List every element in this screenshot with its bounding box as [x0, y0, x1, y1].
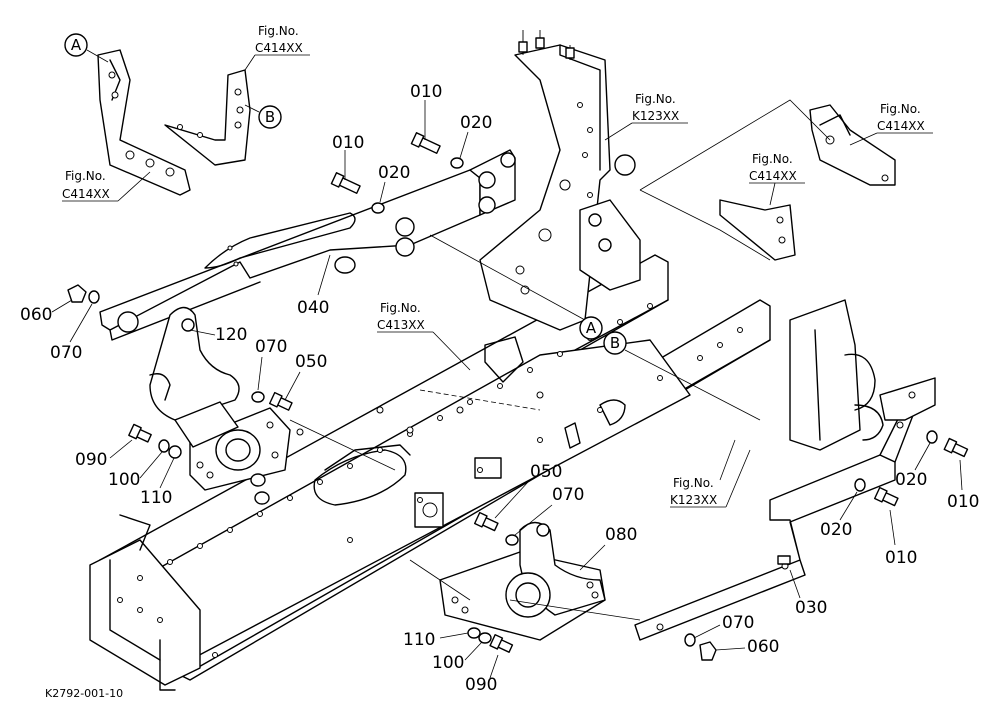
- fig-ref-top-left-code: C414XX: [62, 187, 110, 201]
- callout-020-right-a: 020: [895, 470, 927, 490]
- callout-110-bottom: 110: [403, 630, 435, 650]
- svg-text:Fig.No.: Fig.No.: [752, 152, 793, 166]
- callout-100-bottom: 100: [432, 653, 464, 673]
- callout-070-mid: 070: [255, 337, 287, 357]
- fig-ref-c413-code: C413XX: [377, 318, 425, 332]
- callout-080: 080: [605, 525, 637, 545]
- fig-ref-right-mid: Fig.No. C414XX: [749, 152, 805, 206]
- callouts: 010 010 020 020 060 070 040 120 070 050 …: [20, 82, 979, 695]
- fig-ref-c413: Fig.No. C413XX: [377, 301, 471, 371]
- reference-lines: [289, 99, 831, 621]
- callout-050-mid: 050: [530, 462, 562, 482]
- callout-070-left: 070: [50, 343, 82, 363]
- callout-050-left: 050: [295, 352, 327, 372]
- fig-ref-top-left: Fig.No. C414XX: [62, 169, 151, 202]
- callout-040: 040: [297, 298, 329, 318]
- fig-ref-k123-top: Fig.No. K123XX: [604, 92, 688, 141]
- plate-right-mid: [719, 199, 796, 261]
- circle-marker-a-top: A: [64, 33, 109, 63]
- part-040-bracket: [99, 149, 516, 341]
- plate-top-left: [97, 49, 191, 196]
- frame-front-end: [89, 539, 201, 686]
- marker-a-mid-label: A: [586, 319, 597, 337]
- callout-060-left: 060: [20, 305, 52, 325]
- callout-100-left: 100: [108, 470, 140, 490]
- callout-120: 120: [215, 325, 247, 345]
- callout-110-left: 110: [140, 488, 172, 508]
- callout-010-top-left: 010: [332, 133, 364, 153]
- drawing-code: K2792-001-10: [45, 687, 123, 700]
- svg-text:Fig.No.: Fig.No.: [258, 24, 299, 38]
- callout-020-top-left: 020: [378, 163, 410, 183]
- main-frame: [89, 254, 884, 691]
- circle-marker-a-mid: A: [579, 316, 603, 340]
- fig-ref-top-right-code: C414XX: [877, 119, 925, 133]
- svg-text:Fig.No.: Fig.No.: [880, 102, 921, 116]
- plate-top-center: [164, 69, 251, 166]
- frame-rail-holes: [117, 303, 743, 658]
- upper-upright-k123: [479, 30, 641, 331]
- fig-ref-k123-right-code: K123XX: [670, 493, 717, 507]
- part-080-support: [439, 521, 606, 641]
- marker-a-top-label: A: [71, 36, 82, 54]
- marker-b-mid-label: B: [610, 334, 620, 352]
- callout-010-right-a: 010: [947, 492, 979, 512]
- callout-010-right-b: 010: [885, 548, 917, 568]
- svg-text:Fig.No.: Fig.No.: [380, 301, 421, 315]
- circle-marker-b-top: B: [244, 104, 282, 129]
- callout-070-low: 070: [552, 485, 584, 505]
- hardware: [67, 132, 969, 661]
- callout-090-left: 090: [75, 450, 107, 470]
- callout-020-right-b: 020: [820, 520, 852, 540]
- fig-ref-k123-right: Fig.No. K123XX: [670, 449, 751, 508]
- circle-marker-b-mid: B: [603, 331, 627, 355]
- frame-rear-upright: [789, 299, 861, 451]
- fig-ref-top-right: Fig.No. C414XX: [849, 102, 933, 146]
- fig-ref-right-mid-code: C414XX: [749, 169, 797, 183]
- callout-060-right: 060: [747, 637, 779, 657]
- svg-text:Fig.No.: Fig.No.: [635, 92, 676, 106]
- part-030-bracket: [634, 377, 936, 641]
- svg-text:Fig.No.: Fig.No.: [65, 169, 106, 183]
- callout-020-top-mid: 020: [460, 113, 492, 133]
- callout-070-right: 070: [722, 613, 754, 633]
- callout-010-top-mid: 010: [410, 82, 442, 102]
- marker-b-top-label: B: [265, 108, 275, 126]
- fig-ref-k123-top-code: K123XX: [632, 109, 679, 123]
- callout-090-bottom: 090: [465, 675, 497, 695]
- fig-ref-top-center-code: C414XX: [255, 41, 303, 55]
- part-120-support: [149, 306, 291, 491]
- frame-bracket: [474, 457, 502, 479]
- callout-030: 030: [795, 598, 827, 618]
- svg-text:Fig.No.: Fig.No.: [673, 476, 714, 490]
- plate-top-right: [809, 104, 896, 186]
- fig-ref-top-center: Fig.No. C414XX: [244, 24, 310, 71]
